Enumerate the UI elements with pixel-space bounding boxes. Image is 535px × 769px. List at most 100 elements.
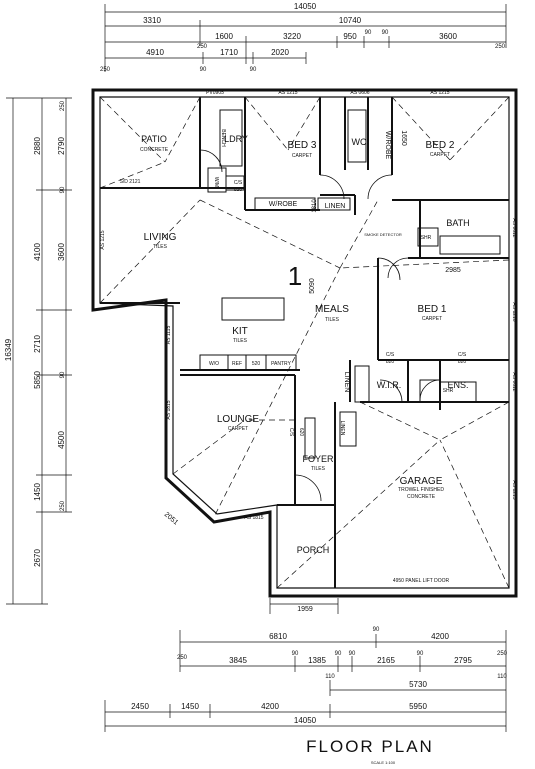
meals-label: MEALS: [315, 304, 349, 315]
win-as1215-living: AS 1215: [100, 230, 106, 249]
bed1-cs-width: 820: [386, 359, 395, 365]
dim-bottom-r2-e: 90: [335, 651, 342, 657]
patio-finish: CONCRETE: [140, 147, 169, 153]
dim-left-inner-3: 3600: [57, 243, 66, 261]
bed3-finish: CARPET: [292, 153, 312, 159]
win-as1115-kit: AS 1115: [166, 326, 172, 345]
dim-top-r3-h: 250: [495, 44, 506, 50]
win-as1215-bed3: AS 1215: [278, 90, 297, 96]
win-as1215-bed2: AS 1215: [430, 90, 449, 96]
win-as1815-bay: AS 1815: [244, 515, 263, 521]
dim-top-r4-b: 90: [200, 67, 207, 73]
ens-cs-width: 820: [458, 359, 467, 365]
dim-left-inner-2: 90: [60, 186, 66, 193]
dim-top-r3-a: 250: [197, 44, 208, 50]
plan-title: FLOOR PLAN: [306, 737, 434, 756]
dim-bottom-r3-a: 110: [325, 674, 335, 680]
fixture-labels: W/M C/S 820 W/O REF PANTRY 520 C/S 820 C…: [100, 90, 517, 613]
ldry-cs-label: C/S: [234, 180, 243, 186]
dim-bottom-r2-h: 90: [417, 651, 424, 657]
dim-top-r2-a: 3310: [143, 16, 161, 25]
dim-top-r4-end: 250: [100, 67, 111, 73]
dim-left-overall: 16349: [4, 338, 13, 361]
dim-bottom-r4-b: 1450: [181, 702, 199, 711]
kit-label: KIT: [232, 326, 248, 337]
dim-top-r3-c: 3220: [283, 32, 301, 41]
door-swings: [199, 149, 441, 502]
bath-label: BATH: [446, 218, 469, 228]
lounge-finish: CARPET: [228, 426, 248, 432]
win-as0612-bath: AS 0612: [511, 218, 517, 237]
outer-walls: [91, 88, 518, 598]
dim-bottom-r2-b: 3845: [229, 656, 247, 665]
wc-label: WC: [352, 137, 367, 147]
dim-top-r4-a: 4910: [146, 48, 164, 57]
dim-left-top250: 250: [60, 100, 66, 111]
bed3-wrobe-label: W/ROBE: [269, 201, 298, 208]
kit-finish: TILES: [233, 338, 248, 344]
dim-left-inner-4: 90: [60, 371, 66, 378]
dim-left-inner-5: 4500: [57, 431, 66, 449]
dim-bottom-r2-i: 2795: [454, 656, 472, 665]
dim-left-mid-1: 2880: [33, 137, 42, 155]
fixture-lines: [199, 109, 501, 459]
room-labels: PATIO CONCRETE LDRY BED 3 CARPET WC BED …: [140, 134, 470, 555]
bottom-dimensions: [104, 598, 507, 732]
wm-label: W/M: [213, 177, 219, 187]
ldry-cs-width: 820: [234, 187, 243, 193]
garage-finish-2: CONCRETE: [407, 494, 436, 500]
bath-shr-label: SHR: [421, 235, 432, 241]
ldry-label: LDRY: [224, 134, 248, 144]
dim-bottom-r2-d: 1385: [308, 656, 326, 665]
roof-lines: [99, 96, 510, 589]
dim-bottom-r2-g: 2165: [377, 656, 395, 665]
internal-walls: [100, 97, 509, 588]
ens-cs-label: C/S: [458, 352, 467, 358]
dim-left-mid-5: 1450: [33, 483, 42, 501]
lounge-diag-dim: 2051: [163, 511, 180, 526]
dim-left-mid-4: 5850: [33, 371, 42, 389]
foyer-cs-width: 620: [298, 428, 304, 437]
wc-length-dim: 1650: [400, 130, 407, 146]
bed2-label: BED 2: [426, 140, 455, 151]
dim-top-r3-d: 950: [343, 32, 357, 41]
dim-left-inner-1: 2790: [57, 137, 66, 155]
patio-label: PATIO: [141, 134, 167, 144]
dim-bottom-r2-f: 90: [349, 651, 356, 657]
left-dimensions: [6, 97, 72, 605]
hall-length-dim: 1810: [312, 199, 318, 213]
wo-label: W/O: [209, 361, 219, 367]
dim-bottom-r4-c: 4200: [261, 702, 279, 711]
win-as1215-garage: AS 1215: [511, 480, 517, 499]
dim-top-overall: 14050: [294, 2, 317, 11]
dim-bottom-r4-a: 2450: [131, 702, 149, 711]
hall-linen-label: LINEN: [343, 372, 350, 393]
win-as1218-bed1: AS 1218: [511, 302, 517, 321]
pantry-label: PANTRY: [271, 361, 291, 367]
dim-bottom-r3-c: 110: [497, 674, 507, 680]
panel-lift-label: 4950 PANEL LIFT DOOR: [393, 578, 450, 584]
meals-length-dim: 5090: [309, 278, 316, 294]
dim-top-r3-g: 3600: [439, 32, 457, 41]
foyer-label: FOYER: [302, 454, 334, 464]
ens-label: ENS.: [447, 380, 468, 390]
ref-label: REF: [232, 361, 242, 367]
win-as1815-lounge: AS 1815: [166, 400, 172, 419]
dim-top-r4-d: 90: [250, 67, 257, 73]
dim-bottom-r1-c: 4200: [431, 632, 449, 641]
wc-wrobe-label: W/ROBE: [384, 131, 391, 160]
foyer-finish: TILES: [311, 466, 326, 472]
win-as0606: AS 0606: [350, 90, 369, 96]
garage-label: GARAGE: [400, 476, 443, 487]
dim-top-r3-f: 90: [382, 30, 389, 36]
dim-bottom-r2-a: 250: [177, 655, 188, 661]
dim-bottom-r1-b: 90: [373, 627, 380, 633]
dim-bottom-r3-b: 5730: [409, 680, 427, 689]
plan-number: 1: [288, 261, 302, 291]
bed1-label: BED 1: [418, 304, 447, 315]
dim-left-mid-3: 2710: [33, 335, 42, 353]
win-as0612-ens: AS 0612: [511, 372, 517, 391]
dim-bottom-r1-a: 6810: [269, 632, 287, 641]
bed3-label: BED 3: [288, 140, 317, 151]
foyer-cs-label: C/S: [288, 428, 294, 437]
